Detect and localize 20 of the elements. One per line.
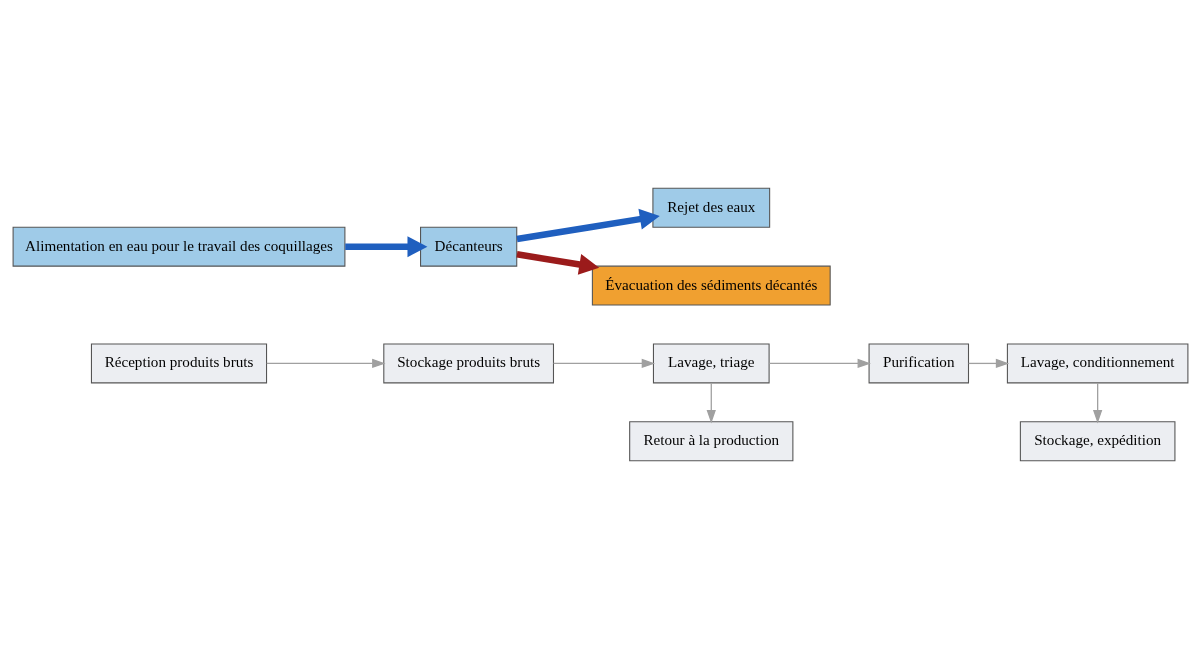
node-box: Alimentation en eau pour le travail des coquillages (12, 226, 346, 267)
node-box: Stockage produits bruts (383, 343, 555, 384)
arrow (1092, 382, 1103, 424)
node-box: Réception produits bruts (90, 343, 268, 384)
arrow (266, 358, 386, 369)
arrow (552, 358, 656, 369)
arrow (345, 236, 428, 258)
arrow (706, 382, 716, 424)
arrow (516, 251, 600, 275)
arrow (768, 358, 871, 369)
node-box: Décanteurs (420, 226, 518, 267)
node-box: Purification (868, 343, 970, 384)
node-box: Stockage, expédition (1019, 421, 1176, 462)
node-box: Lavage, triage (652, 343, 770, 384)
node-box: Retour à la production (629, 421, 794, 462)
node-box: Rejet des eaux (652, 187, 771, 228)
arrow (516, 208, 660, 243)
node-box: Évacuation des sédiments décantés (591, 265, 831, 306)
arrow (967, 358, 1010, 369)
node-box: Lavage, conditionnement (1006, 343, 1189, 384)
